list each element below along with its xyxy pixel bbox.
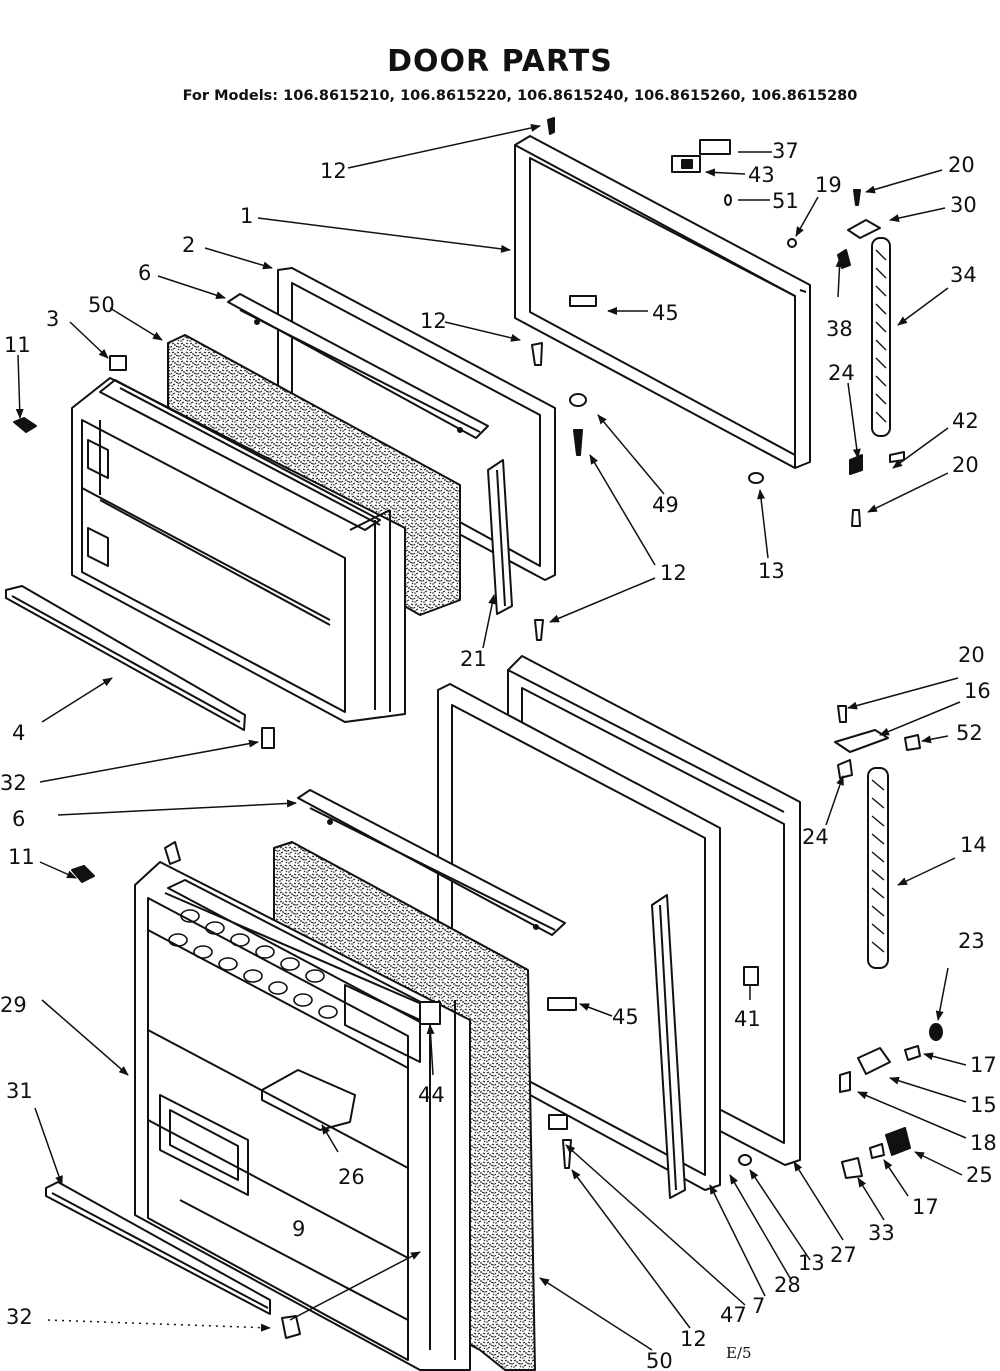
callout-4: 4 <box>12 721 25 745</box>
callout-50: 50 <box>646 1349 673 1371</box>
callout-labels: 12 1 2 6 50 3 11 12 45 49 12 21 13 37 43… <box>0 139 997 1371</box>
callout-51: 51 <box>772 189 799 213</box>
callout-45: 45 <box>612 1005 639 1029</box>
callout-16: 16 <box>964 679 991 703</box>
fresh-food-breaker-strip <box>297 789 566 936</box>
callout-leaders <box>15 124 967 1351</box>
plug-button <box>724 194 732 206</box>
footer-code: E/5 <box>726 1344 752 1362</box>
callout-17: 17 <box>970 1053 997 1077</box>
callout-18: 18 <box>970 1131 997 1155</box>
callout-13: 13 <box>798 1251 825 1275</box>
freezer-shelf-rail <box>5 585 246 731</box>
callout-27: 27 <box>830 1243 857 1267</box>
callout-13: 13 <box>758 559 785 583</box>
models-line: For Models: 106.8615210, 106.8615220, 10… <box>182 88 858 104</box>
callout-26: 26 <box>338 1165 365 1189</box>
callout-43: 43 <box>748 163 775 187</box>
fresh-food-door-trim-strip <box>651 894 686 1199</box>
freezer-outer-door-panel <box>514 135 811 469</box>
callout-31: 31 <box>6 1079 33 1103</box>
callout-49: 49 <box>652 493 679 517</box>
callout-32: 32 <box>6 1305 33 1329</box>
callout-52: 52 <box>956 721 983 745</box>
callout-45: 45 <box>652 301 679 325</box>
callout-12: 12 <box>680 1327 707 1351</box>
callout-25: 25 <box>966 1163 993 1187</box>
callout-50: 50 <box>88 293 115 317</box>
diagram-title: DOOR PARTS <box>387 44 613 79</box>
callout-32: 32 <box>0 771 27 795</box>
callout-20: 20 <box>958 643 985 667</box>
callout-34: 34 <box>950 263 977 287</box>
egg-tray-dimples <box>168 909 338 1019</box>
callout-7: 7 <box>752 1294 765 1318</box>
callout-30: 30 <box>950 193 977 217</box>
callout-42: 42 <box>952 409 979 433</box>
callout-24: 24 <box>802 825 829 849</box>
freezer-door-assembly <box>5 117 905 749</box>
fresh-food-inner-liner <box>134 861 471 1371</box>
freezer-breaker-strip <box>227 293 489 439</box>
callout-14: 14 <box>960 833 987 857</box>
callout-19: 19 <box>815 173 842 197</box>
door-bracket <box>109 355 127 371</box>
callout-11: 11 <box>4 333 31 357</box>
callout-23: 23 <box>958 929 985 953</box>
callout-47: 47 <box>720 1303 747 1327</box>
callout-44: 44 <box>418 1083 445 1107</box>
callout-24: 24 <box>828 361 855 385</box>
callout-1: 1 <box>240 204 253 228</box>
callout-9: 9 <box>292 1217 305 1241</box>
callout-29: 29 <box>0 993 27 1017</box>
callout-3: 3 <box>46 307 59 331</box>
callout-21: 21 <box>460 647 487 671</box>
callout-38: 38 <box>826 317 853 341</box>
callout-41: 41 <box>734 1007 761 1031</box>
freezer-inner-door-liner <box>71 377 406 723</box>
callout-33: 33 <box>868 1221 895 1245</box>
label-plate <box>699 139 731 155</box>
callout-20: 20 <box>948 153 975 177</box>
callout-20: 20 <box>952 453 979 477</box>
freezer-door-trim-strip <box>487 459 513 615</box>
callout-2: 2 <box>182 233 195 257</box>
callout-37: 37 <box>772 139 799 163</box>
callout-15: 15 <box>970 1093 997 1117</box>
callout-17: 17 <box>912 1195 939 1219</box>
lower-hinge-assembly <box>834 705 943 1179</box>
callout-12: 12 <box>320 159 347 183</box>
fresh-food-door-assembly <box>45 655 943 1371</box>
callout-28: 28 <box>774 1273 801 1297</box>
callout-12: 12 <box>660 561 687 585</box>
callout-6: 6 <box>12 807 25 831</box>
callout-6: 6 <box>138 261 151 285</box>
callout-12: 12 <box>420 309 447 333</box>
upper-hinge-assembly <box>837 189 905 527</box>
callout-11: 11 <box>8 845 35 869</box>
